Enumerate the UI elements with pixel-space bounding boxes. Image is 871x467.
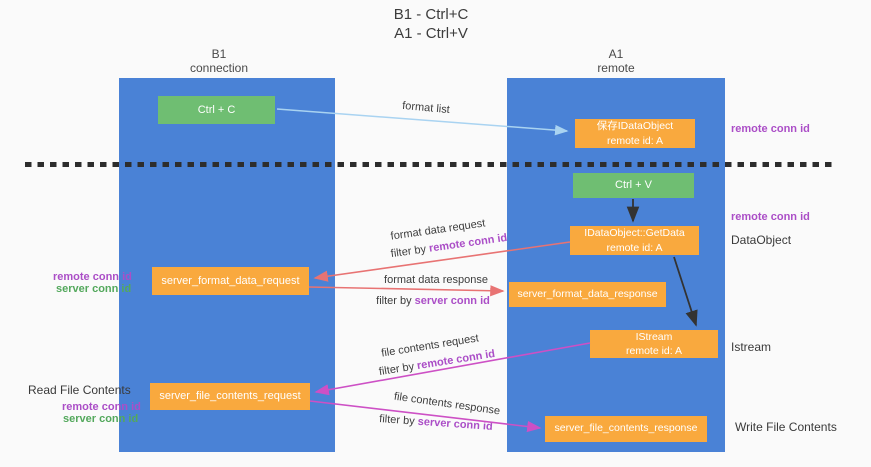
server-conn-id-highlight: server conn id bbox=[414, 295, 490, 307]
getdata-line2: remote id: A bbox=[606, 241, 663, 254]
idataobject-getdata-node: IDataObject::GetData remote id: A bbox=[570, 226, 699, 255]
right-remote-conn-id-1: remote conn id bbox=[731, 123, 810, 135]
server-format-data-request-node: server_format_data_request bbox=[152, 267, 309, 295]
save-idataobject-line1: 保存IDataObject bbox=[596, 120, 674, 133]
save-idataobject-line2: remote id: A bbox=[606, 134, 664, 147]
filter-by-text: filter by bbox=[390, 243, 427, 261]
lane-header-b1: B1 connection bbox=[111, 47, 327, 76]
phase-separator-dashed-line bbox=[25, 162, 835, 167]
left-remote-conn-id-1: remote conn id bbox=[53, 271, 132, 283]
ctrl-v-label: Ctrl + V bbox=[615, 179, 652, 192]
lane-a1-role: remote bbox=[597, 61, 635, 76]
left-server-conn-id-1: server conn id bbox=[56, 283, 132, 295]
server-file-contents-response-node: server_file_contents_response bbox=[545, 416, 707, 442]
filter-by-text: filter by bbox=[378, 413, 416, 428]
format-data-response-label: format data response bbox=[384, 274, 488, 286]
format-data-response-arrow bbox=[308, 285, 505, 297]
server-format-data-response-node: server_format_data_response bbox=[509, 282, 666, 307]
lane-header-a1: A1 remote bbox=[507, 47, 725, 76]
ctrl-c-label: Ctrl + C bbox=[197, 103, 236, 116]
ctrl-v-node: Ctrl + V bbox=[573, 173, 694, 198]
lane-b1-role: connection bbox=[189, 61, 249, 76]
diagram-title-line1: B1 - Ctrl+C bbox=[393, 6, 469, 23]
istream-node: IStream remote id: A bbox=[590, 330, 718, 358]
filter-by-text: filter by bbox=[378, 360, 416, 379]
server-format-data-response-label: server_format_data_response bbox=[517, 287, 658, 300]
save-idataobject-node: 保存IDataObject remote id: A bbox=[575, 119, 695, 148]
lane-b1-name: B1 bbox=[211, 47, 227, 61]
dataobject-label: DataObject bbox=[731, 233, 792, 247]
getdata-line1: IDataObject::GetData bbox=[584, 227, 685, 240]
right-remote-conn-id-2: remote conn id bbox=[731, 211, 810, 223]
left-remote-conn-id-2: remote conn id bbox=[62, 401, 141, 413]
lane-a1-name: A1 bbox=[608, 47, 624, 61]
istream-line1: IStream bbox=[635, 330, 673, 343]
read-file-contents-label: Read File Contents bbox=[28, 383, 131, 397]
file-contents-response-label: file contents response bbox=[393, 390, 501, 418]
write-file-contents-label: Write File Contents bbox=[735, 420, 837, 434]
filter-by-text: filter by bbox=[376, 295, 412, 307]
server-file-contents-response-label: server_file_contents_response bbox=[554, 422, 698, 435]
server-conn-id-highlight: server conn id bbox=[417, 415, 494, 433]
server-file-contents-request-label: server_file_contents_request bbox=[159, 390, 301, 403]
server-file-contents-request-node: server_file_contents_request bbox=[150, 383, 310, 410]
filter-by-server-conn-id-label-2: filter by server conn id bbox=[379, 413, 493, 433]
ctrl-c-node: Ctrl + C bbox=[158, 96, 275, 124]
server-format-data-request-label: server_format_data_request bbox=[161, 274, 300, 287]
diagram-title-line2: A1 - Ctrl+V bbox=[394, 25, 468, 42]
filter-by-server-conn-id-label-1: filter by server conn id bbox=[376, 295, 490, 307]
format-list-label: format list bbox=[401, 99, 451, 117]
istream-margin-label: Istream bbox=[731, 340, 772, 354]
left-server-conn-id-2: server conn id bbox=[63, 413, 139, 425]
istream-line2: remote id: A bbox=[625, 345, 683, 357]
